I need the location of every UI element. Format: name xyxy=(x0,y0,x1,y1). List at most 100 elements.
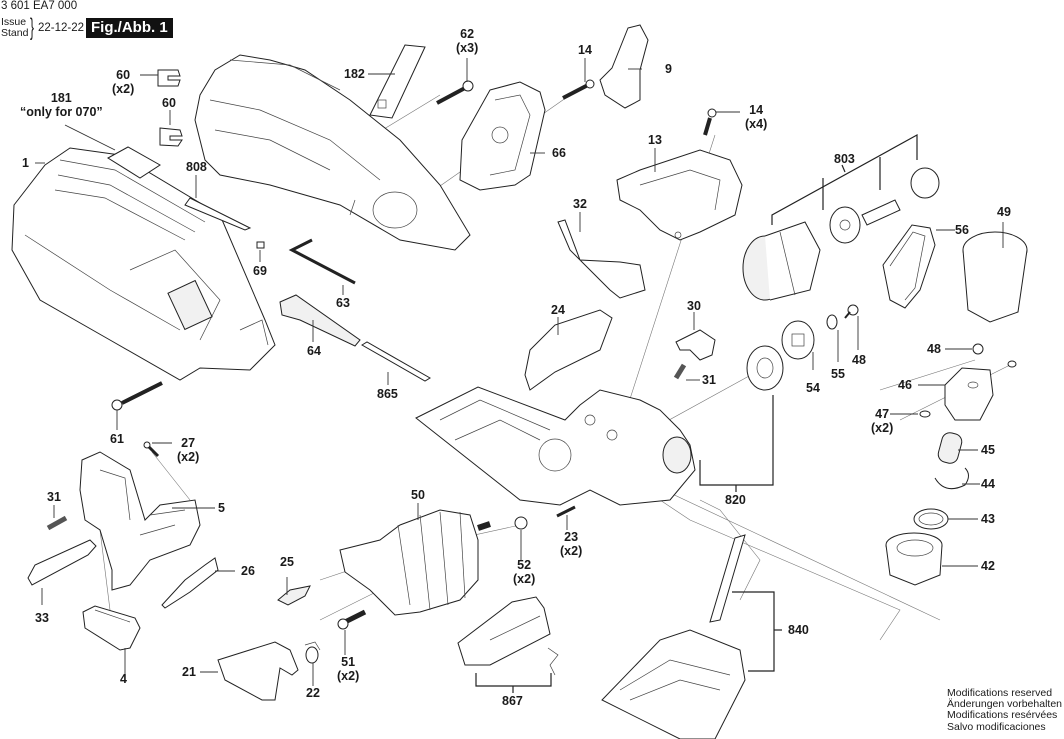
callout-54: 54 xyxy=(806,381,820,395)
issue-label-de: Stand xyxy=(1,27,29,39)
part-181-label-plate xyxy=(107,146,161,179)
callout-803: 803 xyxy=(834,152,855,166)
callout-32: 32 xyxy=(573,197,587,211)
part-26-plate xyxy=(161,557,219,609)
callout-60-x2: 60(x2) xyxy=(112,68,135,96)
part-47-pins xyxy=(919,360,1017,418)
leader-lines xyxy=(35,58,1004,686)
part-50-motor xyxy=(339,509,491,616)
part-840-shaft-base xyxy=(601,534,746,739)
document-number: 3 601 EA7 000 xyxy=(1,0,78,12)
part-31-spring-center xyxy=(673,363,687,380)
callout-64: 64 xyxy=(307,344,321,358)
callout-820: 820 xyxy=(725,493,746,507)
part-865-strip xyxy=(361,341,431,382)
callout-44: 44 xyxy=(981,477,995,491)
callout-808: 808 xyxy=(186,160,207,174)
callout-49: 49 xyxy=(997,205,1011,219)
part-32-bracket xyxy=(557,219,646,299)
callout-182: 182 xyxy=(344,67,365,81)
callout-23-x2: 23(x2) xyxy=(560,530,583,558)
callout-63: 63 xyxy=(336,296,350,310)
callout-21: 21 xyxy=(182,665,196,679)
notice-line-en: Modifications reserved xyxy=(947,687,1053,699)
issue-brace: } xyxy=(30,14,35,41)
callout-13: 13 xyxy=(648,133,662,147)
part-1-housing xyxy=(11,147,276,381)
callout-50: 50 xyxy=(411,488,425,502)
part-9-pad xyxy=(599,24,649,109)
callout-840: 840 xyxy=(788,623,809,637)
callout-62-x3: 62(x3) xyxy=(456,27,479,55)
callout-865: 865 xyxy=(377,387,398,401)
callout-43: 43 xyxy=(981,512,995,526)
issue-label: Issue Stand xyxy=(1,17,28,39)
part-56-belt xyxy=(882,224,936,309)
issue-date: 22-12-22 xyxy=(38,22,85,34)
callout-25: 25 xyxy=(280,555,294,569)
part-69-clip xyxy=(256,241,265,249)
callout-9: 9 xyxy=(665,62,672,76)
part-44-retaining-ring xyxy=(934,467,969,490)
callout-47-x2: 47(x2) xyxy=(871,407,894,435)
part-46-knob xyxy=(944,367,994,421)
part-33-cover xyxy=(27,539,97,586)
brackets xyxy=(475,133,918,693)
callout-31-center: 31 xyxy=(702,373,716,387)
callout-69: 69 xyxy=(253,264,267,278)
part-52-bushing xyxy=(514,516,528,530)
part-22-spring xyxy=(304,641,321,664)
part-60-clips xyxy=(157,69,183,147)
modifications-notice: Modifications reserved Änderungen vorbeh… xyxy=(947,687,1063,733)
part-54-pulley xyxy=(746,320,815,391)
part-63-hex-key xyxy=(288,238,356,285)
part-49-cup xyxy=(962,231,1028,323)
part-64-guide xyxy=(279,294,361,347)
part-14-screw-x4 xyxy=(703,108,717,136)
callout-867: 867 xyxy=(502,694,523,708)
part-51-screw xyxy=(337,609,367,630)
callout-48: 48 xyxy=(852,353,866,367)
part-45-spring xyxy=(937,432,963,464)
notice-line-de: Änderungen vorbehalten xyxy=(947,698,1063,711)
callout-66: 66 xyxy=(552,146,566,160)
part-808-strip xyxy=(184,197,252,231)
part-13-gear-cover xyxy=(616,149,743,241)
callout-55: 55 xyxy=(831,367,845,381)
callout-14-x4: 14(x4) xyxy=(745,103,768,131)
notice-line-es: Salvo modificaciones xyxy=(947,720,1046,733)
callout-181: 181“only for 070” xyxy=(20,91,103,119)
part-182-label xyxy=(369,44,426,119)
part-43-washer xyxy=(913,508,949,530)
part-31-spring xyxy=(46,515,68,531)
part-21-plate xyxy=(217,641,299,701)
callout-60: 60 xyxy=(162,96,176,110)
part-867-kit xyxy=(457,596,559,676)
callout-45: 45 xyxy=(981,443,995,457)
callout-1: 1 xyxy=(22,156,29,170)
part-4-base xyxy=(82,605,141,651)
callout-24: 24 xyxy=(551,303,565,317)
issue-label-en: Issue xyxy=(1,16,27,28)
callout-48-knob: 48 xyxy=(927,342,941,356)
part-66-belt-cover xyxy=(459,81,546,191)
part-14-screw xyxy=(562,79,595,100)
part-62-screw xyxy=(436,80,474,105)
callout-4: 4 xyxy=(120,672,127,686)
callout-30: 30 xyxy=(687,299,701,313)
upper-housing xyxy=(194,54,471,251)
part-24-bracket xyxy=(524,309,613,391)
callout-33: 33 xyxy=(35,611,49,625)
notice-line-fr: Modifications resérvées xyxy=(947,709,1058,722)
part-42-bearing xyxy=(885,532,943,586)
callout-26: 26 xyxy=(241,564,255,578)
part-55-washer xyxy=(826,314,838,330)
part-25-clip xyxy=(277,585,311,606)
callout-31: 31 xyxy=(47,490,61,504)
callout-22: 22 xyxy=(306,686,320,700)
part-23-pin xyxy=(556,505,576,518)
callout-27-x2: 27(x2) xyxy=(177,436,200,464)
callout-42: 42 xyxy=(981,559,995,573)
part-5-switch xyxy=(79,451,201,591)
part-30-cover xyxy=(675,329,716,361)
